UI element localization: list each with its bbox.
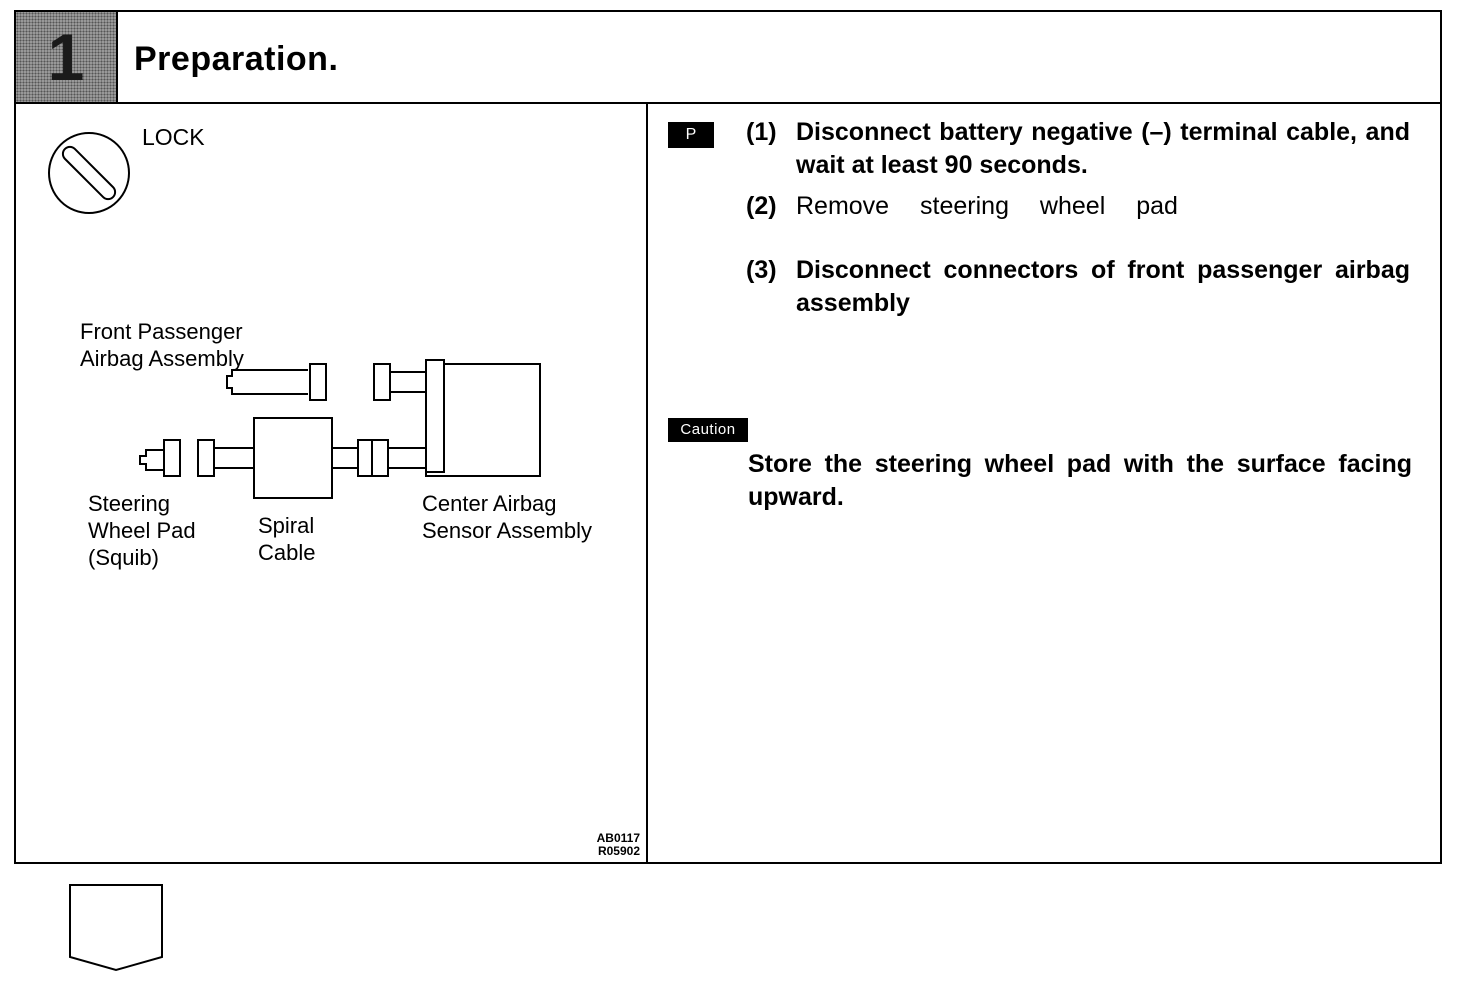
spiral-cable-label: Spiral Cable xyxy=(258,512,315,566)
instruction-step: (1) Disconnect battery negative (–) term… xyxy=(746,116,1410,186)
center-airbag-sensor-label: Center Airbag Sensor Assembly xyxy=(422,490,592,544)
lock-icon xyxy=(48,132,130,214)
step-text: Disconnect battery negative (–) terminal… xyxy=(796,118,1410,179)
steering-pad-plug xyxy=(139,449,164,471)
figure-code-line: AB0117 xyxy=(596,831,640,845)
label-line: Center Airbag xyxy=(422,491,557,516)
sensor-passenger-lead xyxy=(389,371,429,393)
steering-pad-connector xyxy=(163,439,181,477)
procedure-frame: 1 Preparation. LOCK xyxy=(14,10,1442,864)
label-line: Sensor Assembly xyxy=(422,518,592,543)
label-line: Airbag Assembly xyxy=(80,346,244,371)
spiral-right-lead xyxy=(331,447,361,469)
figure-code-line: R05902 xyxy=(597,844,640,858)
step-number: 1 xyxy=(47,20,85,94)
p-tag: P xyxy=(668,122,714,148)
front-passenger-airbag-label: Front Passenger Airbag Assembly xyxy=(80,318,244,372)
sensor-passenger-connector xyxy=(373,363,391,401)
front-passenger-plug xyxy=(226,369,308,395)
front-passenger-connector xyxy=(309,363,327,401)
page-tab-icon xyxy=(69,884,163,972)
spiral-left-lead xyxy=(213,447,255,469)
label-line: Front Passenger xyxy=(80,319,243,344)
instruction-step: (2) Remove steering wheel pad xyxy=(746,190,1410,226)
spiral-left-connector xyxy=(197,439,215,477)
step-text: Remove steering wheel pad xyxy=(796,192,1178,220)
lock-label: LOCK xyxy=(142,124,205,150)
step-num: (3) xyxy=(746,256,777,284)
spiral-cable-body xyxy=(253,417,333,499)
label-line: Wheel Pad xyxy=(88,518,196,543)
step-number-box: 1 xyxy=(16,12,118,102)
caution-tag: Caution xyxy=(668,418,748,442)
label-line: (Squib) xyxy=(88,545,159,570)
center-sensor-flange xyxy=(425,359,445,473)
step-title: Preparation. xyxy=(134,40,339,78)
step-num: (1) xyxy=(746,118,777,146)
airbag-wiring-diagram xyxy=(139,359,541,499)
mid-connector-b xyxy=(371,439,389,477)
steering-wheel-pad-label: Steering Wheel Pad (Squib) xyxy=(88,490,196,571)
sensor-spiral-lead xyxy=(387,447,427,469)
step-header: 1 Preparation. xyxy=(16,12,1440,104)
instruction-step: (3) Disconnect connectors of front passe… xyxy=(746,254,1410,324)
label-line: Cable xyxy=(258,540,316,565)
step-text: Disconnect connectors of front passenger… xyxy=(796,256,1410,317)
caution-text: Store the steering wheel pad with the su… xyxy=(748,450,1412,511)
instructions-panel: P (1) Disconnect battery negative (–) te… xyxy=(648,102,1440,862)
figure-code: AB0117 R05902 xyxy=(597,832,640,858)
label-line: Steering xyxy=(88,491,170,516)
illustration-panel: LOCK xyxy=(16,102,648,862)
label-line: Spiral xyxy=(258,513,315,538)
step-num: (2) xyxy=(746,192,777,220)
